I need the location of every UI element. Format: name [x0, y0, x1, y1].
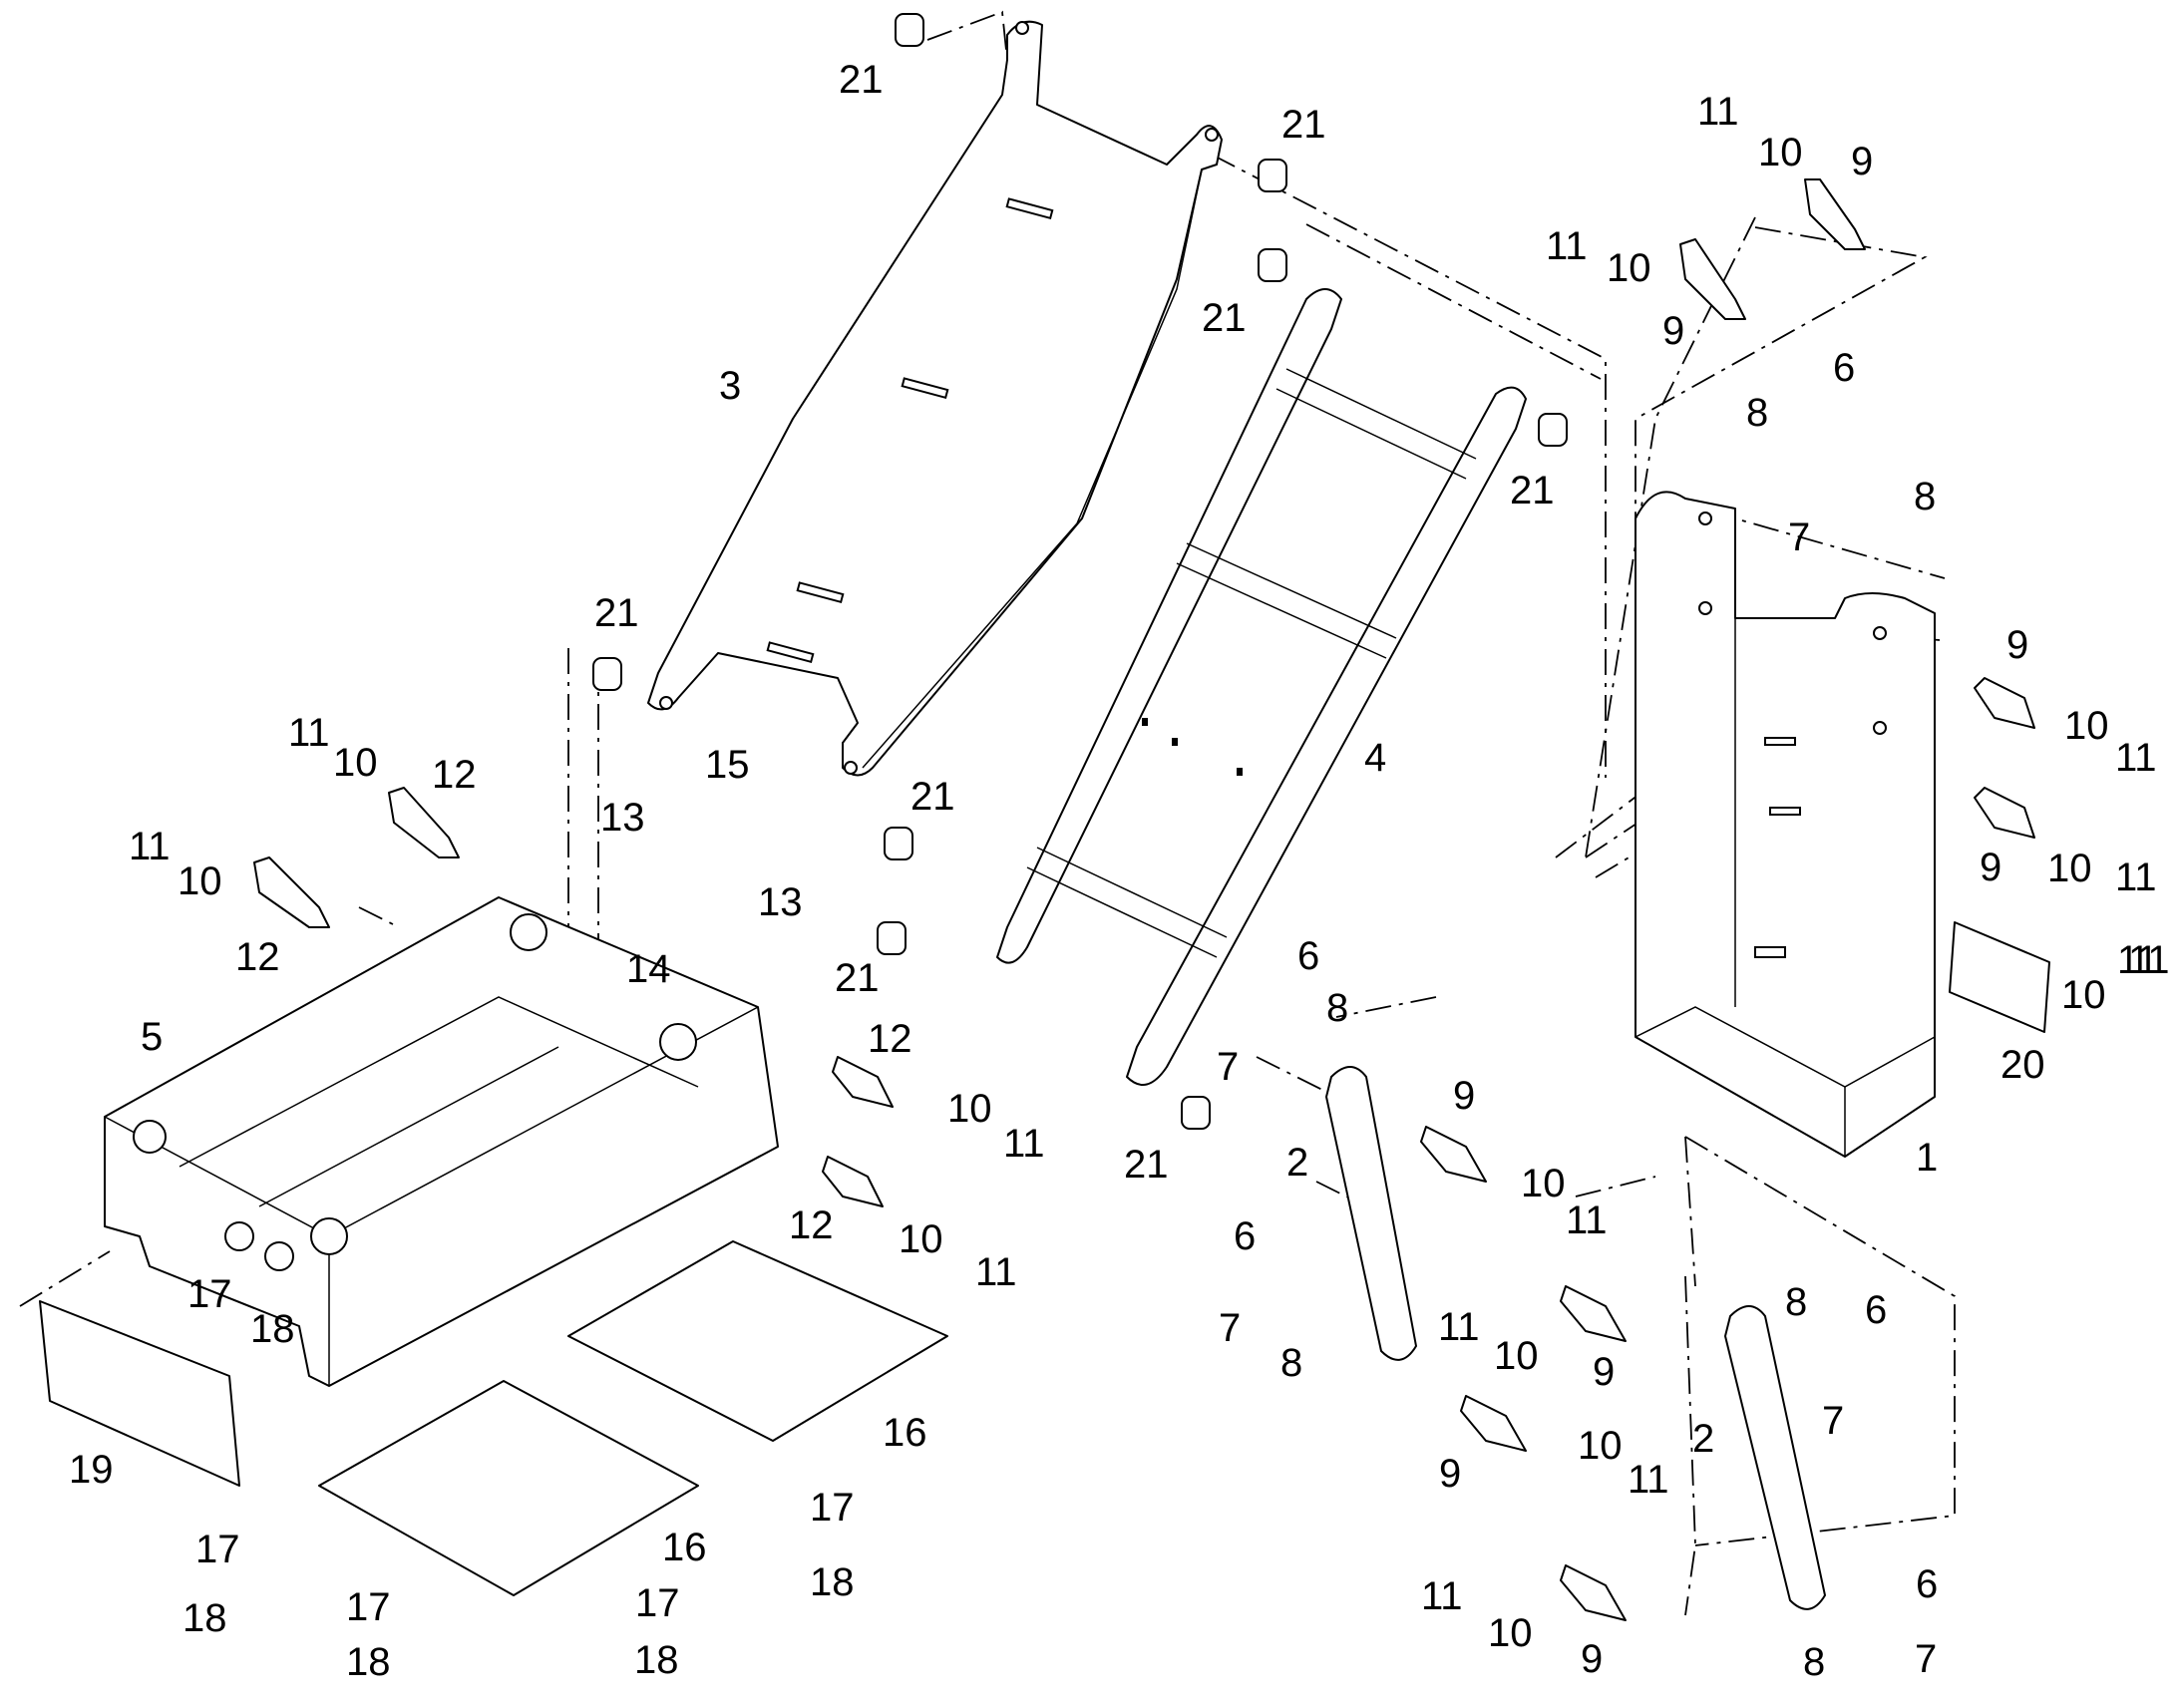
- callout-8: 8: [1280, 1341, 1302, 1385]
- callout-10: 10: [333, 741, 378, 785]
- callout-21: 21: [910, 775, 955, 819]
- base-frame: [104, 896, 779, 1387]
- callout-9: 9: [1662, 309, 1684, 353]
- hydraulic-cylinders: [1325, 1066, 1826, 1610]
- part-number-callouts: 21 21 11 10 9 11 10 21 9 3 6 8 21 8 7 21…: [69, 58, 2170, 1684]
- callout-18: 18: [250, 1307, 295, 1351]
- callout-11: 11: [2115, 855, 2157, 899]
- callout-21: 21: [839, 58, 884, 102]
- callout-7: 7: [1915, 1637, 1937, 1681]
- callout-13: 13: [758, 880, 803, 924]
- callout-18: 18: [346, 1640, 391, 1684]
- callout-17: 17: [810, 1486, 855, 1530]
- callout-12: 12: [789, 1203, 834, 1247]
- callout-10: 10: [2061, 973, 2106, 1017]
- cover-panels: [318, 1240, 948, 1596]
- callout-17: 17: [346, 1585, 391, 1629]
- callout-3: 3: [719, 364, 741, 408]
- callout-6: 6: [1833, 346, 1855, 390]
- callout-10: 10: [1494, 1334, 1539, 1378]
- callout-11: 11: [975, 1250, 1017, 1294]
- callout-11: 11: [1697, 90, 1739, 134]
- callout-10: 10: [2047, 847, 2092, 890]
- callout-10: 10: [1521, 1162, 1566, 1205]
- callout-8: 8: [1803, 1640, 1825, 1684]
- callout-8: 8: [1746, 391, 1768, 435]
- callout-10: 10: [947, 1087, 992, 1131]
- callout-9: 9: [1439, 1452, 1461, 1496]
- callout-6: 6: [1865, 1288, 1887, 1332]
- callout-11: 11: [1546, 224, 1588, 268]
- callout-10: 10: [1578, 1424, 1623, 1468]
- callout-9: 9: [1593, 1350, 1615, 1394]
- callout-19: 19: [69, 1448, 114, 1492]
- callout-8: 8: [1785, 1280, 1807, 1324]
- front-plate: [39, 1300, 240, 1487]
- callout-21: 21: [1124, 1143, 1169, 1187]
- callout-1: 1: [1916, 1136, 1938, 1180]
- bushings: [592, 13, 1568, 1130]
- callout-11: 11: [2117, 938, 2159, 982]
- callout-18: 18: [810, 1560, 855, 1604]
- callout-11: 11: [2115, 736, 2157, 780]
- callout-6: 6: [1234, 1214, 1256, 1258]
- callout-8: 8: [1914, 475, 1936, 518]
- callout-10: 10: [2064, 704, 2109, 748]
- callout-15: 15: [705, 743, 750, 787]
- callout-17: 17: [187, 1272, 232, 1316]
- pins: [253, 178, 2035, 1621]
- callout-10: 10: [899, 1217, 943, 1261]
- callout-11: 11: [1421, 1574, 1463, 1618]
- callout-7: 7: [1219, 1306, 1241, 1350]
- callout-21: 21: [1281, 103, 1326, 147]
- callout-2: 2: [1286, 1141, 1308, 1185]
- callout-9: 9: [1851, 140, 1873, 183]
- tower-frame: [1635, 491, 1936, 1158]
- callout-11: 11: [1003, 1122, 1045, 1166]
- callout-21: 21: [1202, 296, 1247, 340]
- callout-11: 11: [1628, 1458, 1669, 1502]
- callout-6: 6: [1297, 934, 1319, 978]
- callout-21: 21: [594, 591, 639, 635]
- boom-arm-upper: [647, 20, 1223, 777]
- callout-10: 10: [1607, 246, 1651, 290]
- boom-frame-ladder: [996, 288, 1527, 1086]
- callout-16: 16: [662, 1526, 707, 1569]
- callout-13: 13: [600, 796, 645, 840]
- callout-18: 18: [182, 1596, 227, 1640]
- callout-16: 16: [883, 1411, 927, 1455]
- callout-17: 17: [635, 1581, 680, 1625]
- callout-17: 17: [195, 1528, 240, 1571]
- callout-10: 10: [1758, 131, 1803, 174]
- callout-11: 11: [2128, 938, 2170, 982]
- callout-9: 9: [1980, 846, 2001, 889]
- callout-8: 8: [1326, 986, 1348, 1030]
- callout-10: 10: [1488, 1611, 1533, 1655]
- callout-4: 4: [1364, 736, 1386, 780]
- callout-20: 20: [2000, 1043, 2045, 1087]
- callout-2: 2: [1692, 1417, 1714, 1461]
- callout-6: 6: [1916, 1562, 1938, 1606]
- callout-21: 21: [835, 956, 880, 1000]
- cover-plate: [1949, 921, 2050, 1033]
- callout-21: 21: [1510, 469, 1555, 512]
- callout-11: 11: [288, 711, 330, 755]
- callout-12: 12: [432, 753, 477, 797]
- callout-12: 12: [868, 1017, 912, 1061]
- callout-5: 5: [141, 1015, 163, 1059]
- callout-9: 9: [1581, 1637, 1603, 1681]
- callout-18: 18: [634, 1638, 679, 1682]
- callout-11: 11: [1566, 1198, 1608, 1242]
- callout-12: 12: [235, 935, 280, 979]
- callout-10: 10: [178, 859, 222, 903]
- callout-11: 11: [1438, 1305, 1480, 1349]
- callout-11: 11: [129, 825, 171, 868]
- callout-7: 7: [1217, 1045, 1239, 1089]
- callout-9: 9: [2006, 623, 2028, 667]
- callout-7: 7: [1788, 515, 1810, 559]
- callout-9: 9: [1453, 1074, 1475, 1118]
- callout-7: 7: [1822, 1399, 1844, 1443]
- callout-14: 14: [626, 947, 671, 991]
